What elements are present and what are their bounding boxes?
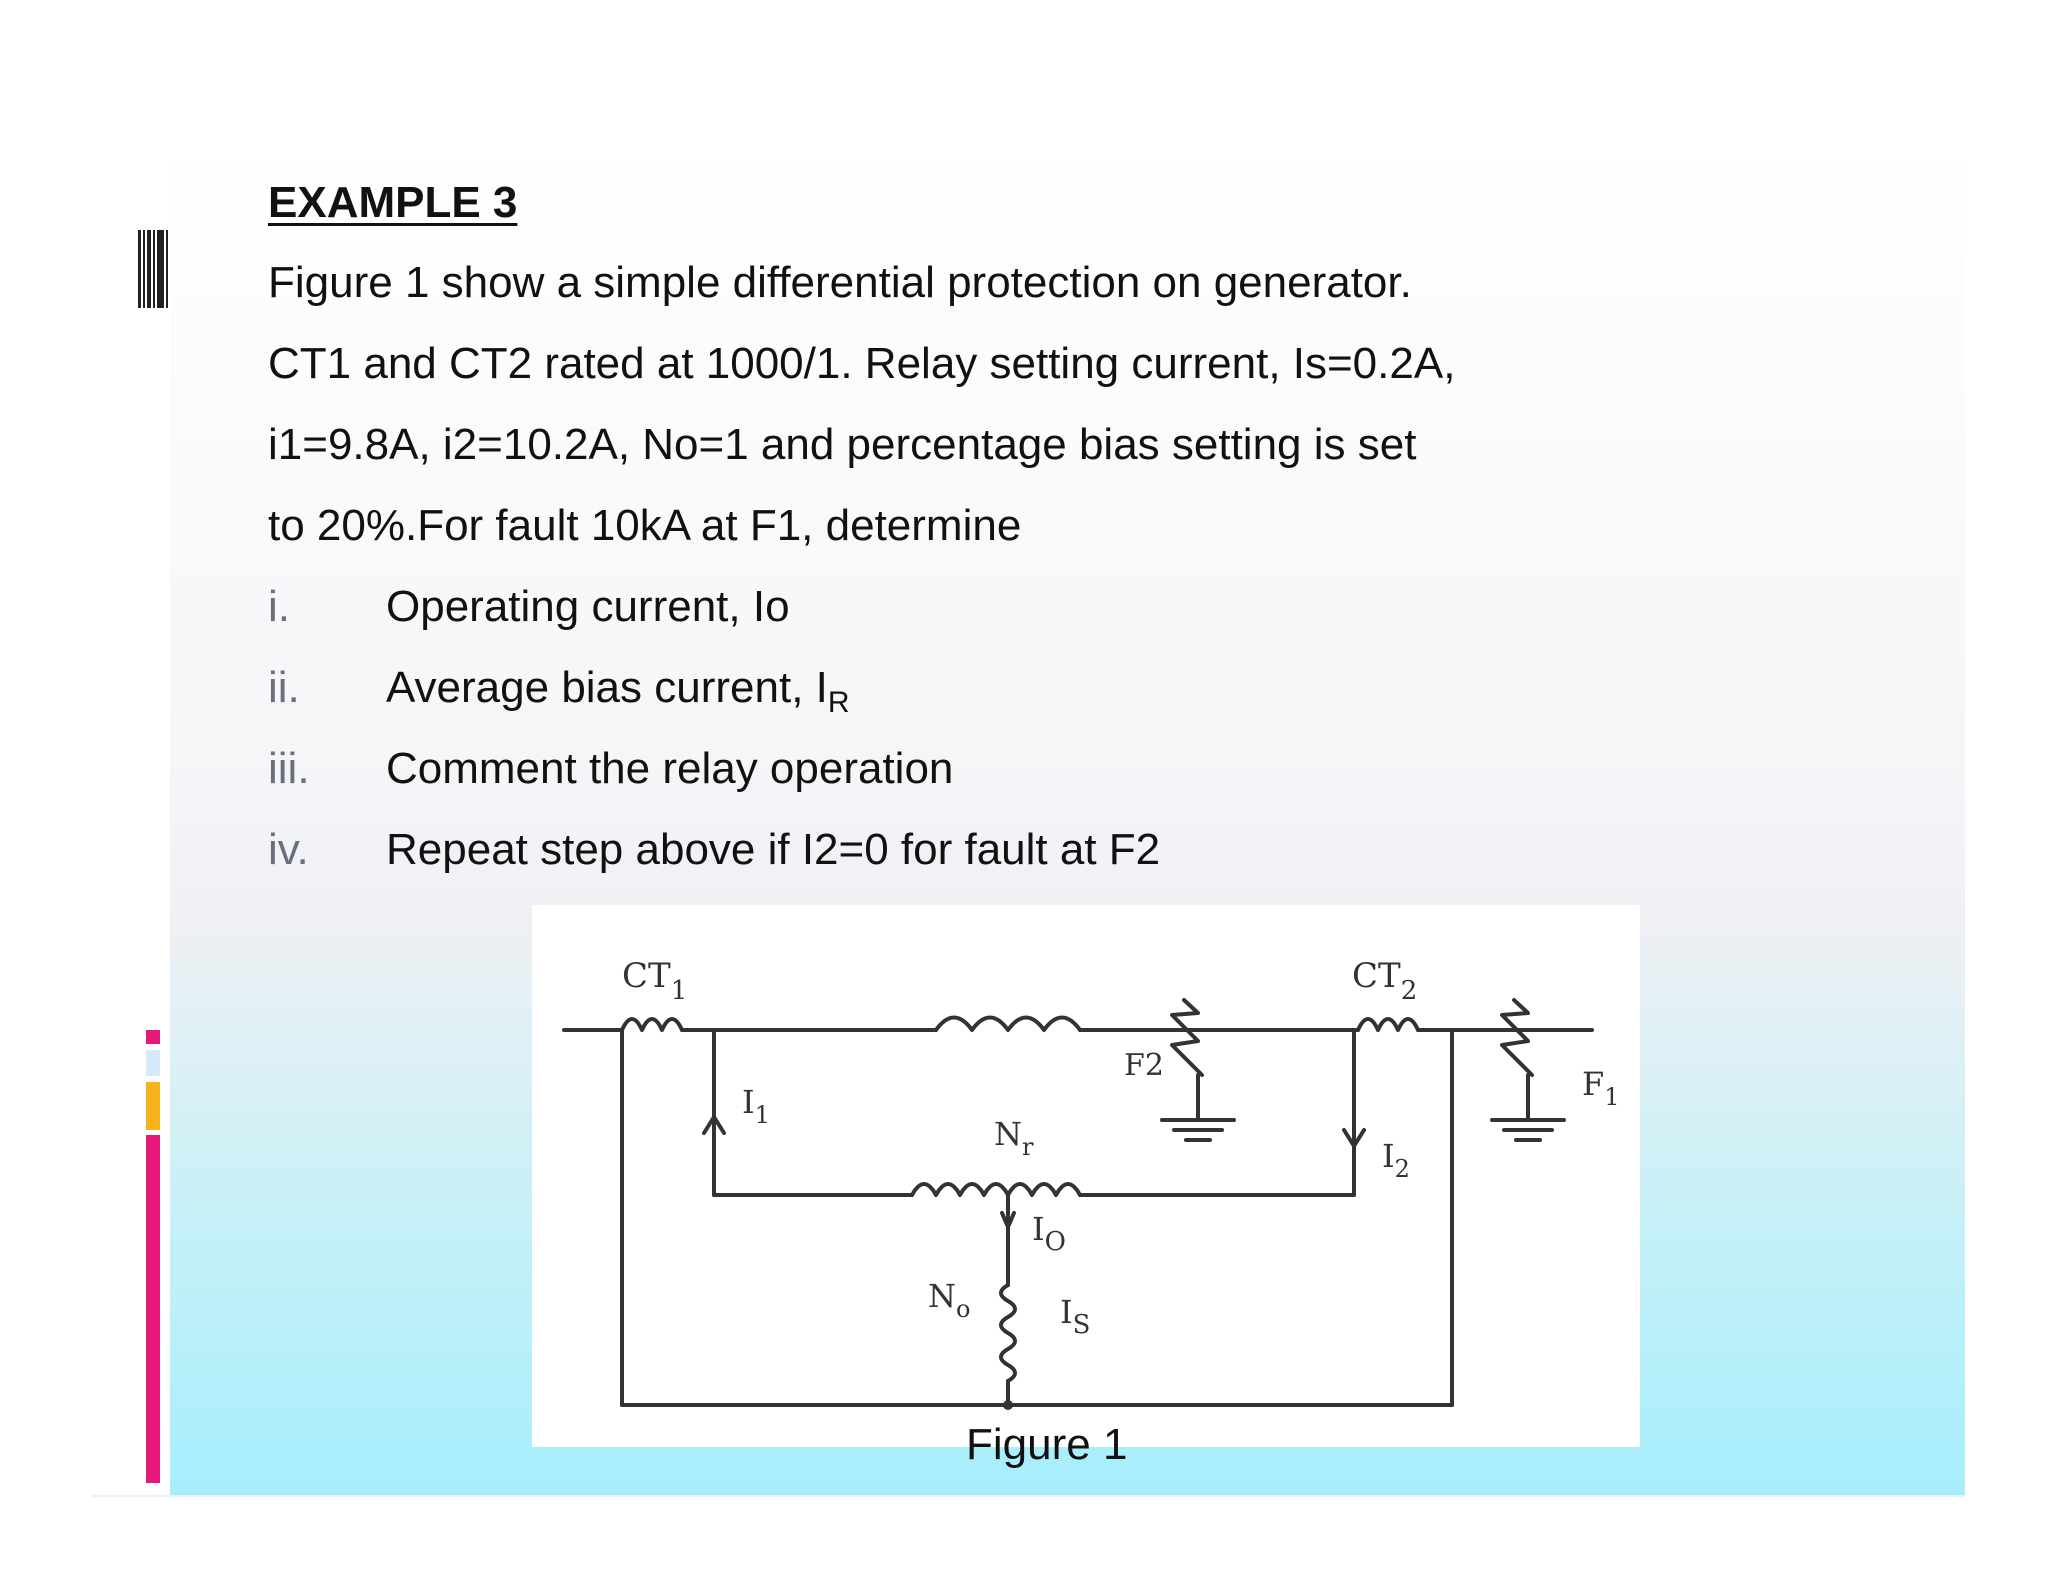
generator-winding (934, 1015, 1082, 1032)
differential-protection-diagram: CT1 CT2 I1 I2 F1 F2 Nr IO No IS (562, 956, 1619, 1410)
list-item-text-wrapper: Average bias current, IR (386, 663, 850, 720)
list-item-text: Repeat step above if I2=0 for fault at F… (386, 825, 1161, 874)
accent-bar-pink-small (146, 1030, 160, 1044)
i2-label: I2 (1382, 1137, 1410, 1183)
problem-text-line: to 20%.For fault 10kA at F1, determine (268, 501, 1022, 550)
f2-label: F2 (1124, 1048, 1164, 1083)
ct2-coil (1356, 1017, 1420, 1032)
no-label: No (928, 1277, 970, 1323)
list-item-subscript: R (827, 686, 850, 719)
figure-caption: Figure 1 (966, 1420, 1128, 1469)
restraint-coil (910, 1182, 1082, 1197)
nr-label: Nr (994, 1115, 1034, 1161)
ct1-label: CT1 (622, 956, 687, 1006)
junction-dot (1003, 1400, 1013, 1410)
bottom-divider (92, 1495, 1965, 1497)
example-heading: EXAMPLE 3 (268, 178, 518, 227)
accent-bar-yellow (146, 1082, 160, 1130)
i2-arrow (1342, 1128, 1366, 1148)
f2-fault-bolt (1170, 998, 1204, 1077)
f1-fault-bolt (1500, 998, 1534, 1077)
list-item-text: Comment the relay operation (386, 744, 954, 793)
barcode-decoration (138, 230, 168, 308)
accent-bar-lightblue (146, 1050, 160, 1076)
i1-arrow (702, 1115, 726, 1135)
problem-text-line: i1=9.8A, i2=10.2A, No=1 and percentage b… (268, 420, 1417, 469)
list-item-text: Average bias current, I (386, 663, 828, 712)
is-label: IS (1060, 1293, 1090, 1340)
i1-label: I1 (742, 1083, 770, 1129)
list-item-number: iv. (268, 825, 309, 874)
problem-text-line: Figure 1 show a simple differential prot… (268, 258, 1412, 307)
ct1-coil (620, 1017, 684, 1032)
f1-label: F1 (1582, 1065, 1619, 1111)
ct2-label: CT2 (1352, 956, 1417, 1006)
accent-bar-pink-long (146, 1135, 160, 1483)
circuit-figure: CT1 CT2 I1 I2 F1 F2 Nr IO No IS (532, 905, 1640, 1447)
io-label: IO (1032, 1210, 1066, 1257)
list-item-number: ii. (268, 663, 300, 712)
list-item-number: i. (268, 582, 290, 631)
problem-text-line: CT1 and CT2 rated at 1000/1. Relay setti… (268, 339, 1456, 388)
list-item-number: iii. (268, 744, 310, 793)
list-item-text: Operating current, Io (386, 582, 790, 631)
io-arrow (1000, 1211, 1016, 1229)
operating-coil (999, 1283, 1017, 1383)
